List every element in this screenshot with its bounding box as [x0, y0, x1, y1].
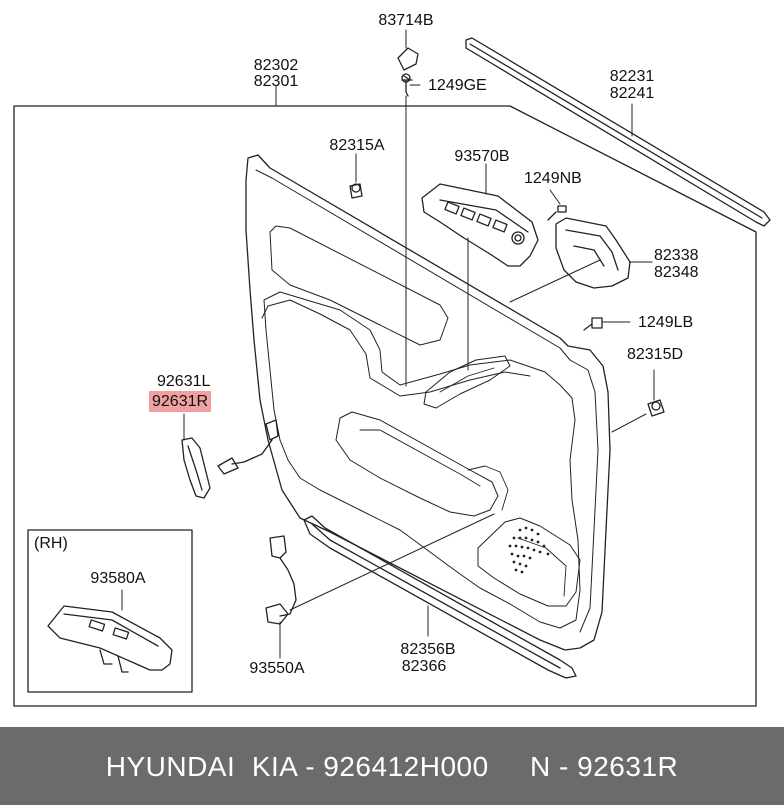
label-82302: 82302 [253, 57, 299, 74]
clip-82315D [647, 399, 665, 417]
weatherstrip [465, 37, 771, 227]
label-93580A: 93580A [90, 570, 146, 587]
label-82241: 82241 [609, 85, 655, 102]
rh-inset-box [27, 529, 193, 693]
speaker-grille [508, 526, 550, 574]
label-82231: 82231 [609, 68, 655, 85]
label-82348: 82348 [654, 264, 699, 281]
inside-handle-cover [181, 437, 211, 499]
label-82315D: 82315D [626, 346, 684, 363]
screw-1249LB [583, 317, 603, 331]
door-trim-panel [245, 154, 611, 651]
switch-bracket [555, 217, 631, 289]
rh-window-switch [47, 605, 173, 671]
label-1249GE: 1249GE [428, 77, 487, 94]
label-93570B: 93570B [454, 148, 510, 165]
label-92631R-highlighted: 92631R [149, 391, 212, 412]
label-82338: 82338 [654, 247, 699, 264]
diagram-frame [13, 105, 757, 707]
label-1249LB: 1249LB [638, 314, 694, 331]
label-rh: (RH) [34, 535, 68, 552]
label-92631L: 92631L [157, 373, 211, 390]
label-82301: 82301 [253, 73, 299, 90]
lamp-wiring [269, 535, 287, 559]
clip-83714B [397, 47, 419, 71]
label-83714B: 83714B [378, 12, 434, 29]
label-82315A: 82315A [329, 137, 385, 154]
label-1249NB: 1249NB [524, 170, 582, 187]
lower-garnish [303, 515, 577, 679]
label-82356B: 82356B [400, 641, 456, 658]
screw-1249NB [547, 205, 567, 221]
part-number-footer: HYUNDAI KIA - 926412H000 N - 92631R [0, 727, 784, 805]
label-82366: 82366 [401, 658, 447, 675]
diagram-drawing [13, 29, 771, 707]
parts-diagram: 83714B 82302 82301 1249GE 82231 82241 82… [13, 12, 771, 707]
power-window-switch [421, 183, 539, 267]
label-93550A: 93550A [249, 660, 305, 677]
footer-text: HYUNDAI KIA - 926412H000 N - 92631R [105, 751, 679, 782]
